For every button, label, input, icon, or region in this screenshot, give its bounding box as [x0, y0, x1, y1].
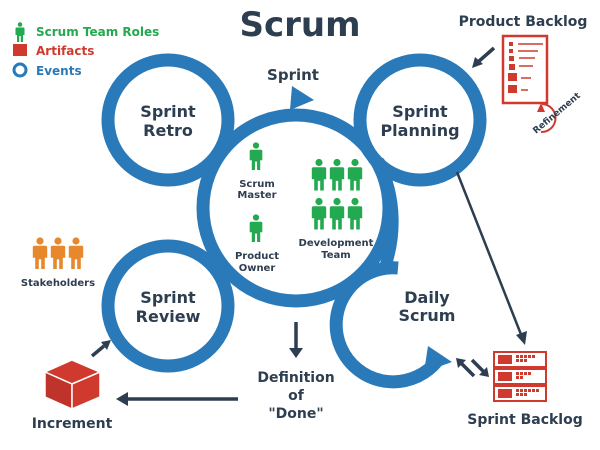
- sprint-review[interactable]: Sprint Review: [136, 288, 201, 326]
- sprint-retro[interactable]: Sprint Retro: [140, 102, 196, 140]
- backlog-to-planning-arrow: [476, 46, 496, 64]
- dod-line3: "Done": [268, 406, 323, 422]
- refinement-loop-icon: [540, 103, 557, 134]
- scrum-master-line2: Master: [237, 190, 276, 201]
- development-team-line2: Team: [321, 250, 350, 261]
- sprint-arrowhead: [290, 86, 314, 110]
- legend-label-roles: Scrum Team Roles: [36, 25, 159, 39]
- person-icon: [68, 237, 84, 269]
- sprint-planning[interactable]: Sprint Planning: [380, 102, 459, 140]
- daily-scrum-ring: [329, 261, 444, 389]
- sprint-retro-line1: Sprint: [140, 102, 196, 121]
- daily-scrum-line1: Daily: [404, 288, 450, 307]
- person-icon: [50, 237, 66, 269]
- daily-to-backlog-arrow: [458, 360, 476, 378]
- daily-scrum-line2: Scrum: [399, 306, 456, 325]
- daily-scrum[interactable]: Daily Scrum: [399, 288, 456, 325]
- legend-label-events: Events: [36, 64, 82, 78]
- cube-icon: [43, 359, 102, 411]
- sprint-label: Sprint: [267, 66, 319, 84]
- increment-to-review-arrow: [90, 344, 106, 358]
- stakeholders-label: Stakeholders: [21, 278, 95, 289]
- development-team: Development Team: [299, 158, 374, 261]
- sprint-backlog-label: Sprint Backlog: [467, 412, 583, 428]
- dod-line1: Definition: [257, 370, 334, 386]
- sprint-review-line2: Review: [136, 307, 201, 326]
- scrum-master: Scrum Master: [237, 142, 277, 201]
- sprint-backlog[interactable]: Sprint Backlog: [467, 351, 583, 428]
- development-team-line1: Development: [299, 238, 374, 249]
- sprint-planning-line1: Sprint: [392, 102, 448, 121]
- square-icon: [13, 44, 27, 56]
- planning-to-sprint-backlog-arrow: [455, 171, 524, 338]
- product-backlog[interactable]: Product Backlog: [459, 14, 588, 105]
- increment[interactable]: Increment: [32, 359, 113, 432]
- stakeholders: Stakeholders: [21, 237, 95, 289]
- product-owner-line2: Owner: [239, 263, 276, 274]
- sprint-retro-line2: Retro: [143, 121, 193, 140]
- sprint-review-line1: Sprint: [140, 288, 196, 307]
- daily-scrum-connector: [372, 157, 399, 273]
- person-icon: [32, 237, 48, 269]
- sprint-cycle: [101, 53, 487, 389]
- product-backlog-label: Product Backlog: [459, 14, 588, 30]
- product-owner: Product Owner: [235, 214, 279, 274]
- legend: Scrum Team Roles Artifacts Events: [12, 22, 159, 78]
- dod-line2: of: [288, 388, 305, 404]
- product-owner-line1: Product: [235, 251, 279, 262]
- page-title: Scrum: [239, 5, 360, 45]
- scrum-master-line1: Scrum: [239, 179, 275, 190]
- increment-label: Increment: [32, 416, 113, 432]
- person-icon: [15, 22, 25, 42]
- daily-scrum-arrowhead: [424, 346, 452, 372]
- server-stack-icon: [493, 351, 547, 402]
- sprint-planning-line2: Planning: [380, 121, 459, 140]
- ring-icon: [12, 62, 28, 78]
- definition-of-done[interactable]: Definition of "Done": [257, 322, 335, 422]
- legend-label-artifacts: Artifacts: [36, 44, 94, 58]
